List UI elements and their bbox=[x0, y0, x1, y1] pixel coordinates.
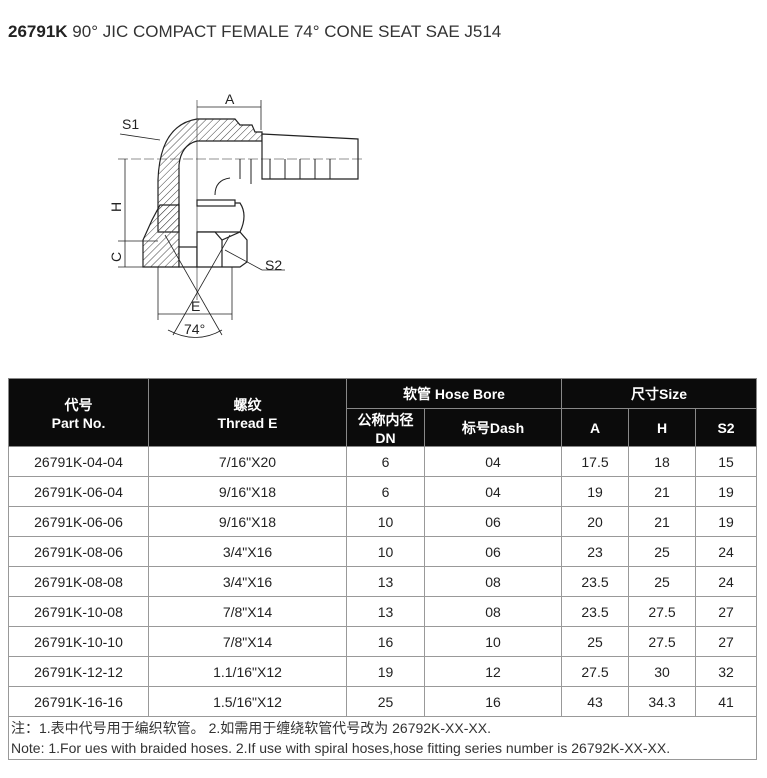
table-cell: 26791K-04-04 bbox=[8, 446, 149, 477]
header-h: H bbox=[628, 408, 697, 447]
title-text: 90° JIC COMPACT FEMALE 74° CONE SEAT SAE… bbox=[67, 22, 502, 41]
part-code: 26791K bbox=[8, 22, 68, 41]
elbow-body bbox=[157, 118, 263, 233]
table-cell: 20 bbox=[561, 506, 630, 537]
label-a: A bbox=[225, 91, 235, 107]
table-cell: 21 bbox=[628, 506, 697, 537]
table-cell: 26791K-12-12 bbox=[8, 656, 149, 687]
note-cn: 注：1.表中代号用于编织软管。 2.如需用于缠绕软管代号改为 26792K-XX… bbox=[11, 720, 491, 736]
fitting-drawing: A S1 H C S2 E 74° bbox=[108, 91, 365, 338]
table-cell: 10 bbox=[346, 536, 425, 567]
table-cell: 6 bbox=[346, 476, 425, 507]
label-s2: S2 bbox=[265, 257, 282, 273]
table-cell: 06 bbox=[423, 506, 563, 537]
table-cell: 24 bbox=[695, 536, 758, 567]
table-cell: 04 bbox=[423, 476, 563, 507]
table-cell: 26791K-08-06 bbox=[8, 536, 149, 567]
table-cell: 18 bbox=[628, 446, 697, 477]
table-cell: 19 bbox=[695, 506, 758, 537]
table-cell: 9/16"X18 bbox=[148, 476, 347, 507]
table-cell: 25 bbox=[628, 566, 697, 597]
label-h: H bbox=[108, 202, 124, 212]
table-cell: 26791K-06-06 bbox=[8, 506, 149, 537]
note-en: Note: 1.For ues with braided hoses. 2.If… bbox=[11, 740, 671, 756]
table-cell: 15 bbox=[695, 446, 758, 477]
table-cell: 21 bbox=[628, 476, 697, 507]
table-cell: 27.5 bbox=[628, 596, 697, 627]
table-cell: 7/8"X14 bbox=[148, 596, 347, 627]
label-angle: 74° bbox=[184, 321, 205, 337]
table-cell: 41 bbox=[695, 686, 758, 717]
table-cell: 32 bbox=[695, 656, 758, 687]
label-e: E bbox=[191, 298, 200, 314]
table-cell: 17.5 bbox=[561, 446, 630, 477]
table-cell: 23.5 bbox=[561, 566, 630, 597]
table-cell: 27.5 bbox=[561, 656, 630, 687]
nut-body bbox=[142, 204, 180, 268]
table-cell: 06 bbox=[423, 536, 563, 567]
table-cell: 24 bbox=[695, 566, 758, 597]
hose-tail bbox=[261, 133, 359, 180]
table-cell: 7/16"X20 bbox=[148, 446, 347, 477]
table-cell: 19 bbox=[346, 656, 425, 687]
table-cell: 23.5 bbox=[561, 596, 630, 627]
table-cell: 12 bbox=[423, 656, 563, 687]
header-a: A bbox=[561, 408, 630, 447]
table-cell: 10 bbox=[423, 626, 563, 657]
table-cell: 26791K-10-10 bbox=[8, 626, 149, 657]
table-cell: 25 bbox=[628, 536, 697, 567]
page-title: 26791K 90° JIC COMPACT FEMALE 74° CONE S… bbox=[8, 22, 501, 42]
table-cell: 16 bbox=[346, 626, 425, 657]
header-hose-bore: 软管 Hose Bore bbox=[345, 378, 563, 409]
table-cell: 1.5/16"X12 bbox=[148, 686, 347, 717]
table-cell: 43 bbox=[561, 686, 630, 717]
header-size: 尺寸Size bbox=[561, 378, 758, 409]
table-cell: 25 bbox=[561, 626, 630, 657]
table-cell: 08 bbox=[423, 596, 563, 627]
table-cell: 26791K-06-04 bbox=[8, 476, 149, 507]
table-cell: 6 bbox=[346, 446, 425, 477]
table-cell: 08 bbox=[423, 566, 563, 597]
table-cell: 25 bbox=[346, 686, 425, 717]
table-cell: 7/8"X14 bbox=[148, 626, 347, 657]
table-cell: 26791K-10-08 bbox=[8, 596, 149, 627]
table-cell: 10 bbox=[346, 506, 425, 537]
header-dash: 标号Dash bbox=[423, 408, 563, 447]
table-cell: 34.3 bbox=[628, 686, 697, 717]
label-s1: S1 bbox=[122, 116, 139, 132]
table-cell: 27.5 bbox=[628, 626, 697, 657]
table-cell: 13 bbox=[346, 566, 425, 597]
table-cell: 26791K-08-08 bbox=[8, 566, 149, 597]
table-cell: 27 bbox=[695, 596, 758, 627]
header-s2: S2 bbox=[695, 408, 758, 447]
label-c: C bbox=[108, 252, 124, 262]
table-cell: 04 bbox=[423, 446, 563, 477]
table-cell: 13 bbox=[346, 596, 425, 627]
table-cell: 23 bbox=[561, 536, 630, 567]
table-cell: 19 bbox=[561, 476, 630, 507]
table-cell: 30 bbox=[628, 656, 697, 687]
table-cell: 3/4"X16 bbox=[148, 566, 347, 597]
table-cell: 3/4"X16 bbox=[148, 536, 347, 567]
table-note: 注：1.表中代号用于编织软管。 2.如需用于缠绕软管代号改为 26792K-XX… bbox=[7, 716, 758, 760]
table-cell: 19 bbox=[695, 476, 758, 507]
table-cell: 27 bbox=[695, 626, 758, 657]
table-cell: 1.1/16"X12 bbox=[148, 656, 347, 687]
table-cell: 26791K-16-16 bbox=[8, 686, 149, 717]
table-cell: 9/16"X18 bbox=[148, 506, 347, 537]
table-cell: 16 bbox=[423, 686, 563, 717]
